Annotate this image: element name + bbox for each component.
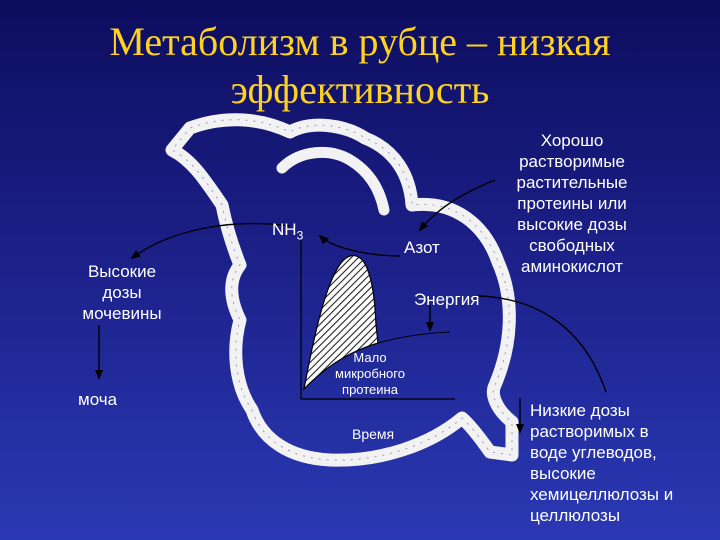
soluble-protein-line-5: высокие дозы [517,215,627,234]
rumen-inner-fold [276,146,390,216]
soluble-protein-label: Хорошо растворимые растительные протеины… [500,130,644,277]
little-protein-line-1: Мало [353,350,387,365]
soluble-protein-line-1: Хорошо [540,131,604,150]
soluble-protein-line-7: аминокислот [521,257,623,276]
title-line-1: Метаболизм в рубце – низкая [109,19,611,64]
soluble-protein-line-4: протеины или [517,194,627,213]
high-urea-label: Высокие дозы мочевины [70,261,174,324]
soluble-protein-line-3: растительные [516,173,628,192]
little-protein-line-3: протеина [342,382,398,397]
nh3-subscript: 3 [296,228,304,243]
high-urea-line-3: мочевины [82,304,162,323]
soluble-protein-line-2: растворимые [519,152,625,171]
urine-label: моча [78,390,118,409]
low-carbs-line-3: воде углеводов, [530,443,657,462]
nh3-text: NH [272,220,297,239]
low-carbs-line-4: высокие [530,464,596,483]
line-carbs-to-energy [477,295,607,393]
low-carbs-line-2: растворимых в [530,422,649,441]
little-protein-line-2: микробного [335,366,405,381]
low-carbs-line-5: хемицеллюлозы и [530,485,674,504]
energy-label: Энергия [414,290,480,309]
little-protein-label: Мало микробного протеина [322,350,418,398]
low-carbs-line-6: целлюлозы [530,506,621,525]
arrow-protein-to-azot [418,179,496,232]
slide-title: Метаболизм в рубце – низкая эффективност… [0,18,720,114]
high-urea-line-2: дозы [102,283,142,302]
arrow-azot-to-nh3 [318,234,401,257]
title-line-2: эффективность [230,67,490,112]
azot-label: Азот [404,238,440,257]
rumen-outline [165,113,519,467]
soluble-protein-line-6: свободных [529,236,615,255]
low-carbs-label: Низкие дозы растворимых в воде углеводов… [530,400,715,526]
ammonia-peak-curve [303,255,379,391]
high-urea-line-1: Высокие [87,262,157,281]
low-carbs-line-1: Низкие дозы [530,401,630,420]
arrow-nh3-to-urea [130,222,291,260]
nh3-label: NH3 [272,219,303,246]
time-axis-label: Время [352,426,395,442]
energy-curve [377,331,451,344]
